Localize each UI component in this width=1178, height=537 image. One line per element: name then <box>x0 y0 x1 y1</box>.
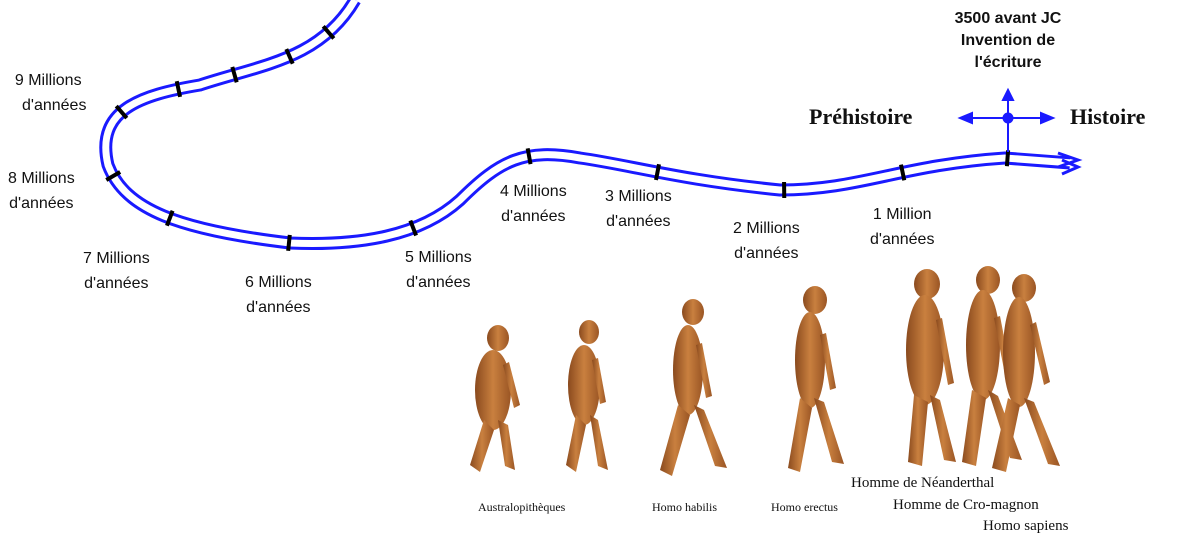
timeline-tick <box>528 148 531 164</box>
label-1-million-line1: 1 Million <box>870 202 934 227</box>
timeline-tick <box>288 235 290 251</box>
species-homo-erectus: Homo erectus <box>771 500 838 515</box>
writing-invention-label: 3500 avant JC Invention de l'écriture <box>940 8 1076 74</box>
label-5-millions-line2: d'années <box>405 270 472 295</box>
hominid-neanderthal <box>906 269 956 466</box>
label-2-millions-line1: 2 Millions <box>733 216 800 241</box>
writing-marker-arrows <box>960 90 1053 152</box>
label-9-millions-line2: d'années <box>10 93 86 118</box>
hominid-australopithecus-2 <box>566 320 608 472</box>
label-7-millions-line2: d'années <box>83 271 150 296</box>
hominid-australopithecus-1 <box>470 325 520 472</box>
species-cro-magnon: Homme de Cro-magnon <box>893 497 1039 514</box>
label-1-million: 1 Million d'années <box>870 202 934 252</box>
label-1-million-line2: d'années <box>870 227 934 252</box>
prehistoire-label: Préhistoire <box>809 104 912 130</box>
hominid-homo-erectus <box>788 286 844 472</box>
label-4-millions: 4 Millions d'années <box>500 179 567 229</box>
label-3-millions-line1: 3 Millions <box>605 184 672 209</box>
label-4-millions-line2: d'années <box>500 204 567 229</box>
label-4-millions-line1: 4 Millions <box>500 179 567 204</box>
label-6-millions: 6 Millions d'années <box>245 270 312 320</box>
label-8-millions-line1: 8 Millions <box>8 166 75 191</box>
label-6-millions-line1: 6 Millions <box>245 270 312 295</box>
species-homo-habilis: Homo habilis <box>652 500 717 515</box>
label-2-millions: 2 Millions d'années <box>733 216 800 266</box>
label-7-millions-line1: 7 Millions <box>83 246 150 271</box>
hominid-homo-habilis <box>660 299 727 476</box>
invention-date: 3500 avant JC <box>940 8 1076 30</box>
label-9-millions: 9 Millions d'années <box>10 68 86 118</box>
label-9-millions-line1: 9 Millions <box>10 68 86 93</box>
label-2-millions-line2: d'années <box>733 241 800 266</box>
label-5-millions: 5 Millions d'années <box>405 245 472 295</box>
species-homo-sapiens: Homo sapiens <box>983 518 1068 535</box>
label-8-millions: 8 Millions d'années <box>8 166 75 216</box>
label-5-millions-line1: 5 Millions <box>405 245 472 270</box>
species-neanderthal: Homme de Néanderthal <box>851 475 994 492</box>
invention-line2: Invention de <box>940 30 1076 52</box>
hominid-homo-sapiens <box>992 274 1060 472</box>
histoire-label: Histoire <box>1070 104 1145 130</box>
species-australopitheques: Australopithèques <box>478 500 565 515</box>
label-7-millions: 7 Millions d'années <box>83 246 150 296</box>
label-3-millions-line2: d'années <box>605 209 672 234</box>
timeline-tick <box>1007 150 1008 166</box>
label-3-millions: 3 Millions d'années <box>605 184 672 234</box>
invention-line3: l'écriture <box>940 52 1076 74</box>
label-8-millions-line2: d'années <box>8 191 75 216</box>
label-6-millions-line2: d'années <box>245 295 312 320</box>
